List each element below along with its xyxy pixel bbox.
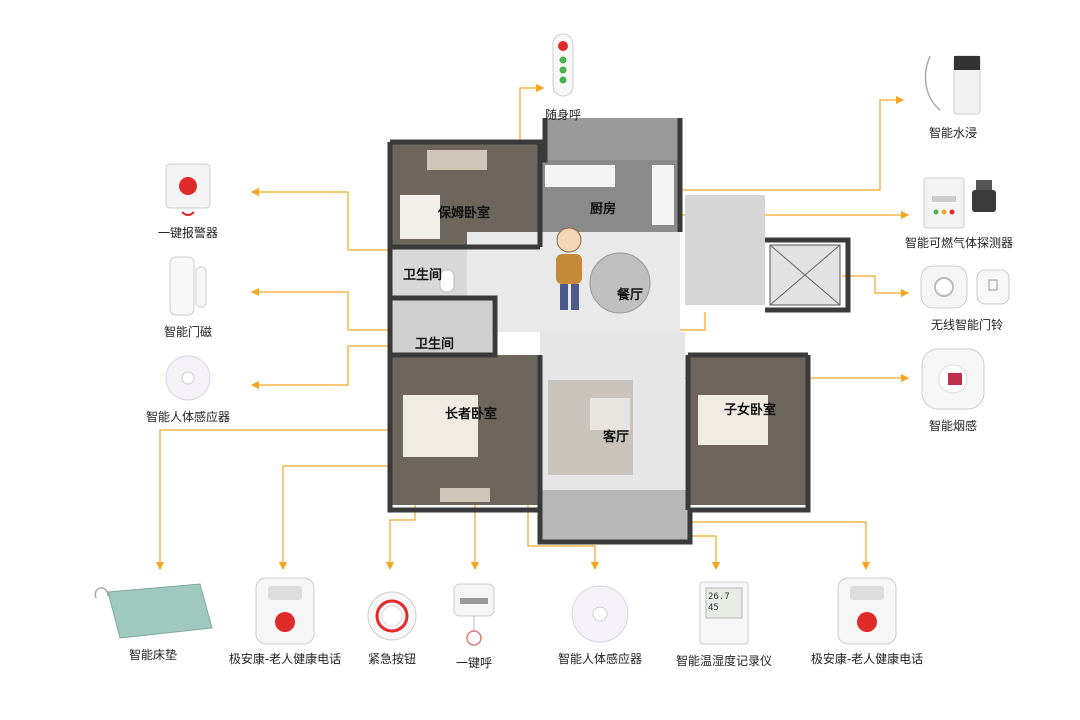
device-label: 智能温湿度记录仪 xyxy=(675,654,772,668)
counter-kitchen-2 xyxy=(652,165,674,225)
health-phone-icon xyxy=(252,576,318,646)
device-label: 智能人体感应器 xyxy=(557,652,642,666)
floor-bottom-balcony xyxy=(540,490,690,542)
device-label: 随身呼 xyxy=(544,108,581,122)
device-water-leak[interactable]: 智能水浸 xyxy=(918,50,988,141)
doorbell-icon xyxy=(917,262,1017,312)
stair-core xyxy=(685,195,765,305)
device-label: 一键报警器 xyxy=(157,226,218,240)
alarm-button-icon xyxy=(158,160,218,220)
device-label: 一键呼 xyxy=(455,656,492,670)
floor-bathroom-1 xyxy=(392,247,467,297)
device-gas-detector[interactable]: 智能可燃气体探测器 xyxy=(897,164,1021,251)
device-door-sensor[interactable]: 智能门磁 xyxy=(150,253,226,340)
device-bed-mat[interactable]: 智能床垫 xyxy=(88,582,218,663)
thermo-humidity: 45 xyxy=(708,603,719,613)
smart-mattress-icon xyxy=(90,582,216,642)
desk-elder xyxy=(440,488,490,502)
device-label: 紧急按钮 xyxy=(367,652,416,666)
wire-door-sensor xyxy=(250,287,706,331)
dining-table xyxy=(589,252,651,314)
walls xyxy=(387,118,851,545)
emergency-button-icon xyxy=(364,588,420,646)
wire-water-leak xyxy=(660,95,905,191)
floor-top-balcony xyxy=(545,118,680,160)
device-portable-call[interactable]: 随身呼 xyxy=(540,30,586,123)
counter-kitchen xyxy=(545,165,615,187)
motion-sensor-icon xyxy=(568,582,632,646)
toilet-1 xyxy=(439,269,455,293)
device-phone-left[interactable]: 极安康-老人健康电话 xyxy=(226,576,344,667)
bed-nanny xyxy=(400,195,440,239)
wire-bed-mat xyxy=(155,429,415,571)
gas-detector-icon xyxy=(914,164,1004,230)
one-key-call-icon xyxy=(446,580,502,650)
device-thermo[interactable]: 26.7 45 智能温湿度记录仪 xyxy=(668,578,780,669)
thermo-hygrometer-icon: 26.7 45 xyxy=(696,578,752,648)
health-phone-icon xyxy=(834,576,900,646)
device-one-key-call[interactable]: 一键呼 xyxy=(444,580,504,671)
wire-doorbell xyxy=(842,275,910,298)
room-label-bathroom-2: 卫生间 xyxy=(415,337,455,352)
device-label: 极安康-老人健康电话 xyxy=(810,652,924,666)
device-motion-left[interactable]: 智能人体感应器 xyxy=(140,352,236,425)
device-phone-right[interactable]: 极安康-老人健康电话 xyxy=(805,576,929,667)
thermo-temp: 26.7 xyxy=(708,592,730,602)
device-label: 智能可燃气体探测器 xyxy=(904,236,1013,250)
thermo-readout: 26.7 45 xyxy=(708,592,730,614)
device-label: 智能人体感应器 xyxy=(145,410,230,424)
bed-child xyxy=(698,395,768,445)
room-label-nanny-bedroom: 保姆卧室 xyxy=(438,206,491,221)
device-smoke[interactable]: 智能烟感 xyxy=(918,345,988,434)
device-alarm-button[interactable]: 一键报警器 xyxy=(150,160,226,241)
elderly-person-figure xyxy=(556,227,582,310)
room-label-kitchen: 厨房 xyxy=(590,202,617,217)
room-label-dining: 餐厅 xyxy=(617,288,644,303)
water-leak-sensor-icon xyxy=(918,50,988,120)
door-magnet-icon xyxy=(158,253,218,319)
bed-elder xyxy=(403,395,478,457)
coffee-table xyxy=(590,398,630,430)
device-doorbell[interactable]: 无线智能门铃 xyxy=(912,262,1022,333)
device-motion-bottom[interactable]: 智能人体感应器 xyxy=(550,582,650,667)
wardrobe-nanny xyxy=(427,150,487,170)
room-label-elder-bedroom: 长者卧室 xyxy=(445,407,498,422)
device-label: 智能门磁 xyxy=(163,325,212,339)
smoke-detector-icon xyxy=(918,345,988,413)
motion-sensor-icon xyxy=(160,352,216,404)
device-label: 智能烟感 xyxy=(928,419,977,433)
device-label: 智能床垫 xyxy=(128,648,177,662)
room-label-child-bedroom: 子女卧室 xyxy=(724,403,777,418)
floor-bathroom-2 xyxy=(392,300,492,355)
room-label-living: 客厅 xyxy=(603,430,630,445)
device-label: 智能水浸 xyxy=(928,126,977,140)
device-label: 极安康-老人健康电话 xyxy=(228,652,342,666)
device-label: 无线智能门铃 xyxy=(930,318,1003,332)
portable-call-pendant-icon xyxy=(547,30,579,102)
room-label-bathroom-1: 卫生间 xyxy=(403,268,443,283)
wire-phone-left xyxy=(278,465,412,571)
device-emergency-button[interactable]: 紧急按钮 xyxy=(360,588,424,667)
